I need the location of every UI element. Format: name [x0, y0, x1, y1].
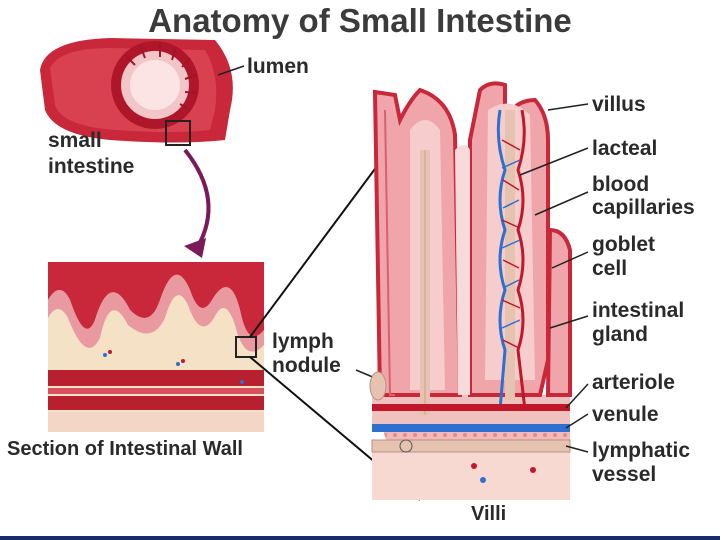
label-blood-capillaries-line2: capillaries: [592, 196, 695, 219]
label-small-intestine-line1: small: [48, 129, 102, 152]
label-lacteal: lacteal: [592, 137, 658, 160]
villi-block: [369, 81, 572, 500]
label-venule: venule: [592, 403, 659, 426]
label-lymphatic-vessel-line2: vessel: [592, 463, 657, 486]
label-intestinal-gland-line2: gland: [592, 323, 648, 346]
label-villus: villus: [592, 93, 646, 116]
bottom-border: [0, 536, 720, 540]
label-lumen: lumen: [247, 55, 309, 78]
pointer-lines: [519, 103, 589, 453]
label-lymphatic-vessel-line1: lymphatic: [592, 439, 691, 462]
label-small-intestine-line2: intestine: [48, 155, 135, 178]
small-intestine-tube: [40, 38, 233, 146]
label-intestinal-gland-line1: intestinal: [592, 299, 685, 322]
label-goblet-cell-line2: cell: [592, 257, 628, 280]
label-blood-capillaries-line1: blood: [592, 173, 650, 196]
caption-villi: Villi: [471, 503, 507, 525]
intestinal-wall-section: [48, 262, 264, 432]
caption-section-of-intestinal-wall: Section of Intestinal Wall: [7, 438, 243, 460]
label-lymph-nodule-line2: nodule: [272, 354, 341, 377]
label-goblet-cell-line1: goblet: [592, 233, 655, 256]
diagram-title: Anatomy of Small Intestine: [148, 2, 572, 39]
label-arteriole: arteriole: [592, 371, 675, 394]
label-lymph-nodule-line1: lymph: [272, 330, 334, 353]
